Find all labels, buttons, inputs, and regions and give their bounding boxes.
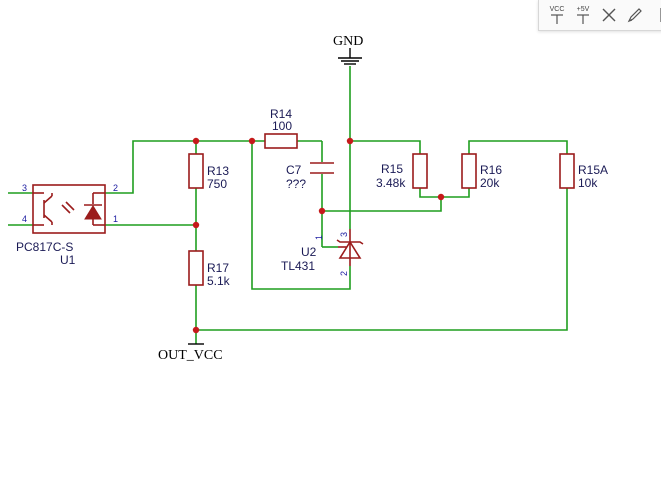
u2-pin-2: 2 bbox=[339, 271, 349, 276]
r13-resistor[interactable]: R13 750 bbox=[188, 153, 229, 191]
r15-resistor[interactable]: R15 3.48k bbox=[376, 153, 428, 190]
draw-pen-button[interactable] bbox=[623, 2, 647, 28]
wire-r16-r15a[interactable] bbox=[468, 140, 568, 154]
r14-value-label: 100 bbox=[272, 119, 292, 133]
gnd-net-label: GND bbox=[333, 34, 363, 49]
c7-ref-label: C7 bbox=[286, 163, 302, 177]
r14-ref-label: R14 bbox=[270, 107, 292, 121]
r16-value-label: 20k bbox=[480, 176, 500, 190]
vcc-symbol-button[interactable]: VCC bbox=[545, 2, 569, 28]
more-tools-button[interactable] bbox=[649, 2, 661, 28]
wire-u1-pin2[interactable] bbox=[105, 140, 265, 194]
symbol-toolbar: VCC +5V bbox=[538, 0, 661, 31]
u1-pin-2: 2 bbox=[113, 183, 118, 193]
more-tools-icon bbox=[660, 8, 661, 22]
r15a-value-label: 10k bbox=[578, 176, 598, 190]
junction-dot bbox=[192, 221, 200, 229]
r17-ref-label: R17 bbox=[207, 261, 229, 275]
u2-tl431[interactable]: 1 3 2 U2 TL431 bbox=[281, 229, 364, 276]
junction-dot bbox=[318, 207, 326, 215]
r16-ref-label: R16 bbox=[480, 163, 502, 177]
pen-icon bbox=[627, 8, 642, 23]
r17-resistor[interactable]: R17 5.1k bbox=[188, 250, 231, 288]
plus5v-symbol-button[interactable]: +5V bbox=[571, 2, 595, 28]
u1-part-label: PC817C-S bbox=[16, 240, 73, 254]
junction-dot bbox=[346, 137, 354, 145]
u1-pin-1: 1 bbox=[113, 214, 118, 224]
wire-r15a-out[interactable] bbox=[196, 188, 568, 331]
wire-r14-tl431[interactable] bbox=[251, 141, 351, 290]
r14-resistor[interactable]: R14 100 bbox=[264, 107, 298, 149]
r15-ref-label: R15 bbox=[381, 162, 403, 176]
u1-optocoupler[interactable]: 3 4 2 1 PC817C-S U1 bbox=[16, 183, 118, 267]
c7-capacitor[interactable]: C7 ??? bbox=[286, 162, 334, 191]
wire-r15-r16[interactable] bbox=[419, 188, 470, 198]
u2-pin-3: 3 bbox=[339, 232, 349, 237]
u1-ref-label: U1 bbox=[60, 253, 76, 267]
u1-pin-4: 4 bbox=[22, 214, 27, 224]
r15a-ref-label: R15A bbox=[578, 163, 608, 177]
u2-part-label: TL431 bbox=[281, 259, 315, 273]
wire-ref-divider[interactable] bbox=[322, 197, 442, 212]
wires bbox=[8, 66, 568, 344]
r13-value-label: 750 bbox=[207, 177, 227, 191]
u2-ref-label: U2 bbox=[301, 245, 317, 259]
no-connect-x-icon bbox=[602, 8, 616, 22]
u1-pin-3: 3 bbox=[22, 183, 27, 193]
junction-dot bbox=[192, 326, 200, 334]
r16-resistor[interactable]: R16 20k bbox=[461, 153, 502, 190]
r17-value-label: 5.1k bbox=[207, 274, 231, 288]
plus5v-symbol-icon bbox=[577, 13, 589, 24]
junction-dot bbox=[437, 193, 445, 201]
no-connect-button[interactable] bbox=[597, 2, 621, 28]
wire-gnd-r15[interactable] bbox=[350, 140, 421, 154]
out-vcc-symbol[interactable]: OUT_VCC bbox=[158, 343, 223, 363]
junctions bbox=[192, 137, 445, 334]
r15-value-label: 3.48k bbox=[376, 176, 406, 190]
out-vcc-net-label: OUT_VCC bbox=[158, 348, 223, 363]
plus5v-button-label: +5V bbox=[576, 5, 590, 13]
vcc-button-label: VCC bbox=[549, 5, 565, 13]
r13-ref-label: R13 bbox=[207, 164, 229, 178]
u2-pin-1: 1 bbox=[314, 235, 324, 240]
junction-dot bbox=[248, 137, 256, 145]
gnd-symbol[interactable]: GND bbox=[333, 34, 363, 65]
c7-value-label: ??? bbox=[286, 177, 306, 191]
r15a-resistor[interactable]: R15A 10k bbox=[559, 153, 608, 190]
junction-dot bbox=[192, 137, 200, 145]
vcc-symbol-icon bbox=[551, 13, 563, 24]
